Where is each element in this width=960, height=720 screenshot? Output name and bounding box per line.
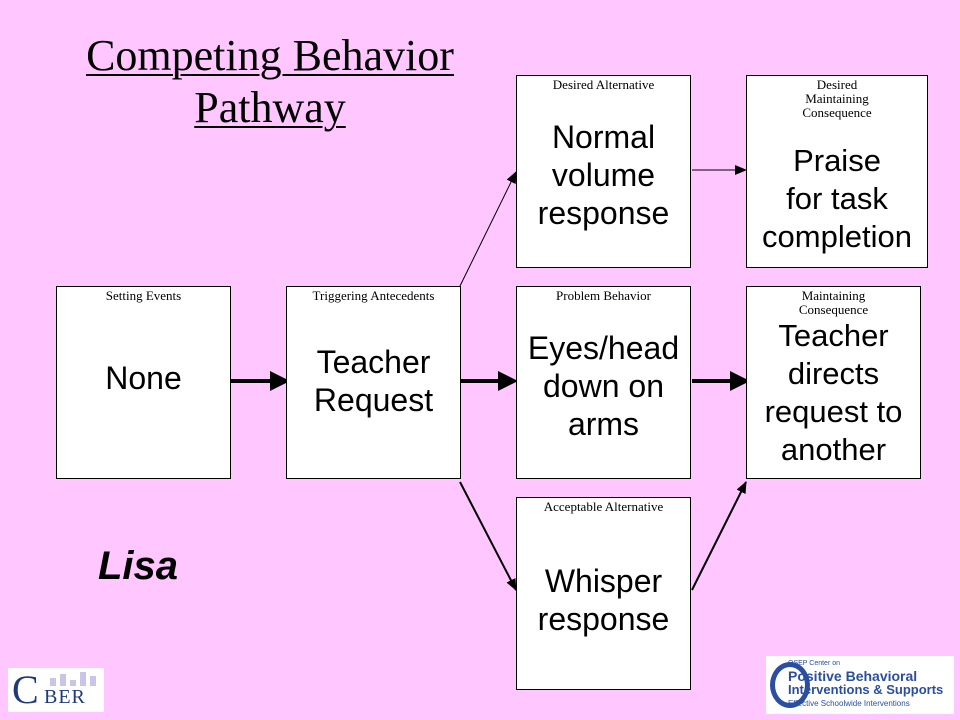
page-title: Competing Behavior Pathway — [0, 30, 540, 134]
problem-behavior-text: Eyes/head down on arms — [527, 330, 680, 442]
cber-logo-letter: C — [12, 667, 39, 712]
title-line-1: Competing Behavior — [86, 31, 454, 80]
cber-logo-text: BER — [44, 686, 86, 708]
pbis-logo-line-1: OSEP Center on — [788, 660, 841, 667]
acceptable-alternative-text: Whisper response — [537, 563, 670, 637]
setting-events-box: Setting Events None — [56, 286, 231, 479]
desired-maintaining-consequence-text: Praise for task completion — [762, 143, 912, 254]
triggering-antecedents-text: Teacher Request — [313, 344, 434, 418]
setting-events-label: Setting Events — [105, 288, 182, 303]
desired-maintaining-consequence-label: Desired Maintaining Consequence — [802, 77, 872, 120]
problem-behavior-label: Problem Behavior — [556, 288, 651, 303]
acceptable-alternative-box: Acceptable Alternative Whisper response — [516, 497, 691, 690]
cber-bars-icon — [50, 672, 96, 686]
maintaining-consequence-label: Maintaining Consequence — [798, 288, 869, 317]
problem-behavior-box: Problem Behavior Eyes/head down on arms — [516, 286, 691, 479]
arrow-acceptable-to-maintaining — [691, 481, 747, 591]
pbis-oval-icon — [770, 662, 810, 708]
student-name: Lisa — [98, 544, 179, 588]
maintaining-consequence-box: Maintaining Consequence Teacher directs … — [746, 286, 921, 479]
desired-maintaining-consequence-box: Desired Maintaining Consequence Praise f… — [746, 75, 928, 268]
triggering-antecedents-label: Triggering Antecedents — [312, 288, 435, 303]
desired-alternative-text: Normal volume response — [537, 119, 670, 231]
arrow-trigger-to-desired — [459, 171, 517, 287]
desired-alternative-label: Desired Alternative — [552, 77, 655, 92]
triggering-antecedents-box: Triggering Antecedents Teacher Request — [286, 286, 461, 479]
pbis-logo-line-2: Positive Behavioral — [788, 668, 918, 684]
setting-events-text: None — [105, 360, 182, 396]
title-line-2: Pathway — [194, 83, 346, 132]
cber-logo: C BER — [8, 668, 104, 712]
arrow-trigger-to-acceptable — [459, 481, 517, 591]
pbis-logo: OSEP Center on Positive Behavioral Inter… — [766, 656, 954, 714]
desired-alternative-box: Desired Alternative Normal volume respon… — [516, 75, 691, 268]
maintaining-consequence-text: Teacher directs request to another — [764, 318, 903, 467]
pbis-logo-line-4: Effective Schoolwide Interventions — [788, 699, 910, 708]
pbis-logo-line-3: Interventions & Supports — [788, 682, 944, 697]
acceptable-alternative-label: Acceptable Alternative — [543, 499, 664, 514]
